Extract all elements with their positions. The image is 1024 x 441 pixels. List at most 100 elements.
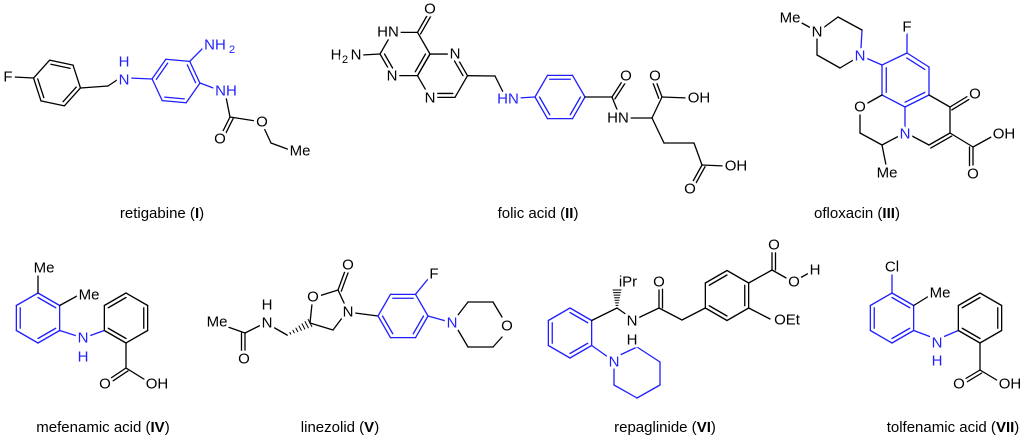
bond [957, 329, 981, 344]
bond [964, 369, 981, 380]
bond [881, 135, 900, 146]
bond [771, 269, 789, 280]
bond [40, 100, 66, 107]
bond [547, 307, 571, 322]
bond [457, 301, 469, 316]
atom-label: O [214, 131, 226, 148]
bond [636, 346, 661, 363]
atom-label: F [429, 266, 438, 283]
bond [107, 77, 121, 87]
atom-label: O [653, 274, 665, 291]
atom-label: N [812, 24, 823, 41]
bond [244, 324, 262, 334]
molecule-repaglinide: iPr N H O O O H OEt N repaglinide (VI) [606, 234, 824, 437]
caption-mefenamic-acid: mefenamic acid (IV) [36, 419, 169, 436]
molecule-tolfenamic-acid: Cl Me N H O OH tolfenamic acid (VII) [882, 256, 1024, 437]
caption-ofloxacin: ofloxacin (III) [814, 205, 900, 222]
atom-label: H [932, 353, 943, 370]
atom-label: OH [146, 376, 169, 393]
bond [571, 96, 586, 120]
bond [189, 46, 205, 62]
bond [538, 96, 551, 116]
bond [822, 16, 839, 29]
atom-label: O [854, 99, 866, 116]
bond [48, 59, 74, 66]
bond [651, 96, 663, 119]
bond [419, 15, 432, 35]
atom-label: O [620, 68, 632, 85]
bond [289, 331, 292, 335]
bond [189, 60, 201, 84]
atom-label: NH [204, 37, 226, 54]
bond [72, 64, 82, 89]
bond [414, 278, 429, 295]
bond [891, 296, 911, 309]
bond [379, 31, 394, 55]
atom-label: N [627, 313, 638, 330]
bond [658, 307, 683, 321]
bond [361, 53, 381, 56]
bond [13, 76, 35, 79]
bond [225, 96, 231, 118]
bond [32, 59, 51, 79]
bond [37, 296, 57, 309]
bond [492, 301, 503, 318]
atom-label: HN [377, 24, 399, 41]
molecule-ofloxacin: Me N N F O O N OH O Me ofloxacin (III) [777, 7, 1019, 223]
bond [309, 322, 334, 331]
atom-label: H [119, 54, 130, 71]
atom-label: Me [207, 314, 228, 331]
bond [701, 164, 726, 167]
bond [164, 96, 185, 100]
bond [839, 58, 856, 69]
bond [569, 307, 593, 322]
atom-label: HN [497, 91, 519, 108]
bond [881, 94, 906, 108]
bond [227, 326, 246, 334]
bond [571, 74, 586, 98]
atom-label: OH [688, 90, 711, 107]
bond [32, 77, 42, 102]
atom-label: OH [999, 376, 1022, 393]
bond [837, 16, 863, 31]
bond [691, 164, 703, 184]
atom-label: O [501, 318, 513, 335]
atom-label: Me [930, 285, 951, 302]
bond [412, 315, 425, 335]
bond [416, 13, 429, 33]
bond [951, 98, 971, 111]
bond [15, 292, 39, 307]
atom-label: N [609, 354, 620, 371]
atom-label: O [684, 181, 696, 198]
bond [928, 132, 951, 146]
bond [957, 292, 981, 307]
bond [416, 75, 431, 99]
bond [859, 132, 883, 146]
bond [979, 292, 1003, 307]
bond [427, 315, 447, 322]
bond [379, 53, 394, 77]
bond [79, 85, 109, 89]
bond [881, 144, 887, 166]
bond [309, 303, 313, 324]
bond [298, 325, 302, 331]
atom-label: O [424, 1, 436, 18]
bond [414, 293, 429, 317]
atom-label: N [78, 330, 89, 347]
atom-label: H [627, 332, 638, 349]
bonds-layer [13, 13, 1003, 399]
bond [224, 117, 234, 136]
bond [979, 329, 1003, 344]
atom-label: N [932, 335, 943, 352]
bond [906, 52, 930, 68]
atom-label: H [810, 262, 821, 279]
molecule-folic-acid: H 2 N HN O N N N HN O HN O OH O OH folic… [328, 0, 751, 222]
bond [616, 307, 628, 316]
molecule-linezolid: Me O N H O O N F N O linezolid (V) [204, 254, 516, 437]
bond [107, 327, 127, 340]
atom-label: H [331, 47, 342, 64]
atom-label: OH [725, 158, 748, 175]
caption-repaglinide: repaglinide (VI) [614, 419, 716, 436]
bond [613, 384, 638, 399]
atom-label: N [387, 68, 398, 85]
